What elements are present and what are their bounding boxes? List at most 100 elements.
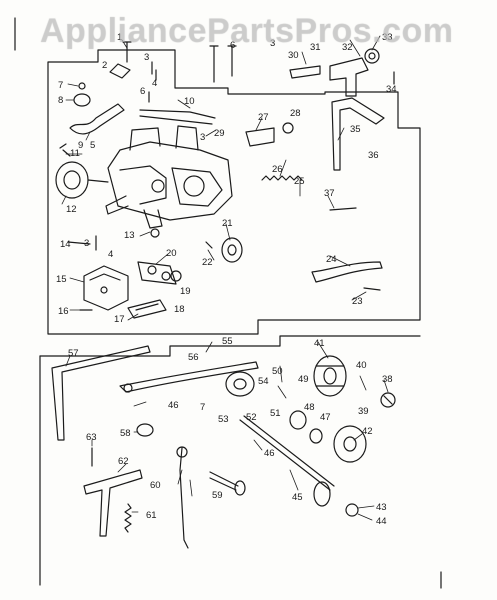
part-14-16-screws	[67, 235, 97, 311]
callout-49: 49	[298, 374, 309, 385]
leader-lines	[61, 35, 389, 521]
lower-assembly-outline	[39, 335, 421, 357]
callout-35: 35	[350, 124, 361, 135]
callout-3-center: 3	[200, 132, 205, 143]
callout-13: 13	[124, 230, 135, 241]
part-35-rod-assembly	[331, 97, 385, 171]
callout-23: 23	[352, 296, 363, 307]
part-28-nut	[282, 122, 294, 134]
callout-25: 25	[294, 176, 305, 187]
callout-10: 10	[184, 96, 195, 107]
callout-28: 28	[290, 108, 301, 119]
callout-48: 48	[304, 402, 315, 413]
callout-6-top: 6	[140, 86, 145, 97]
part-45-shaft	[239, 415, 335, 507]
part-43-washer	[345, 503, 359, 517]
part-8-nut	[73, 82, 91, 107]
part-58-bushing	[136, 423, 154, 437]
part-1-screw	[122, 41, 132, 63]
callout-8: 8	[58, 95, 63, 106]
part-42-gear	[333, 425, 367, 463]
callout-29: 29	[214, 128, 225, 139]
callout-39: 39	[358, 406, 369, 417]
callout-57: 57	[68, 348, 79, 359]
part-22-screw	[205, 241, 213, 249]
callout-40: 40	[356, 360, 367, 371]
part-33-bushing	[364, 48, 380, 64]
callout-24: 24	[326, 254, 337, 265]
part-24-lever	[311, 261, 383, 283]
callout-36: 36	[368, 150, 379, 161]
part-61-spring	[124, 503, 132, 533]
callout-27: 27	[258, 112, 269, 123]
part-59-bolt	[209, 471, 246, 496]
callout-47: 47	[320, 412, 331, 423]
part-62-bracket	[83, 469, 143, 537]
callout-5: 5	[90, 140, 95, 151]
callout-38: 38	[382, 374, 393, 385]
top-screws	[148, 45, 237, 103]
callout-58: 58	[120, 428, 131, 439]
callout-11: 11	[70, 148, 80, 159]
callout-42: 42	[362, 426, 373, 437]
callout-51: 51	[270, 408, 281, 419]
callout-7-bottom: 7	[200, 402, 205, 413]
callout-61: 61	[146, 510, 157, 521]
callout-22: 22	[202, 257, 213, 268]
callout-17: 17	[114, 314, 125, 325]
part-11-screw	[59, 143, 71, 157]
callout-26: 26	[272, 164, 283, 175]
part-37-screw	[329, 207, 357, 211]
upper-assembly-outline	[47, 49, 421, 335]
callout-56: 56	[188, 352, 199, 363]
part-60-rod	[176, 446, 189, 549]
part-9-lever	[69, 103, 125, 135]
callout-4-left: 4	[108, 249, 113, 260]
callout-31: 31	[310, 42, 321, 53]
callout-2: 2	[102, 60, 107, 71]
part-54-gear	[225, 371, 255, 397]
part-41-worm-gear	[313, 355, 347, 397]
callout-45: 45	[292, 492, 303, 503]
callout-14: 14	[60, 239, 71, 250]
callout-37: 37	[324, 188, 335, 199]
part-17-plate	[127, 299, 167, 319]
callout-54: 54	[258, 376, 269, 387]
callout-6-right: 6	[230, 40, 235, 51]
callout-21: 21	[222, 218, 233, 229]
callout-33: 33	[382, 32, 393, 43]
callout-41: 41	[314, 338, 325, 349]
callout-12: 12	[66, 204, 77, 215]
part-27-bracket	[245, 127, 275, 147]
part-56-link-bar	[119, 361, 259, 393]
part-20-link-plate	[137, 261, 182, 285]
part-30-shaft	[289, 65, 321, 79]
callout-63: 63	[86, 432, 97, 443]
callout-55: 55	[222, 336, 233, 347]
part-38-ring	[380, 392, 396, 408]
callout-34: 34	[386, 84, 397, 95]
callout-19: 19	[180, 286, 191, 297]
part-57-lever-rod	[51, 345, 151, 441]
callout-44: 44	[376, 516, 387, 527]
callout-60: 60	[150, 480, 161, 491]
callout-16: 16	[58, 306, 69, 317]
callout-9: 9	[78, 140, 83, 151]
callout-7-top: 7	[58, 80, 63, 91]
callout-46-right: 46	[264, 448, 275, 459]
callout-46-left: 46	[168, 400, 179, 411]
callout-62: 62	[118, 456, 129, 467]
part-21-gear	[221, 237, 243, 263]
callout-3-right: 3	[270, 38, 275, 49]
callout-15: 15	[56, 274, 67, 285]
callout-32: 32	[342, 42, 353, 53]
callout-53: 53	[218, 414, 229, 425]
part-12-cam-wheel	[55, 161, 109, 199]
part-2-spring-clip	[109, 63, 131, 79]
part-23-screw	[363, 287, 381, 291]
callout-20: 20	[166, 248, 177, 259]
main-casting-body	[105, 125, 233, 229]
part-26-spring	[261, 175, 303, 181]
